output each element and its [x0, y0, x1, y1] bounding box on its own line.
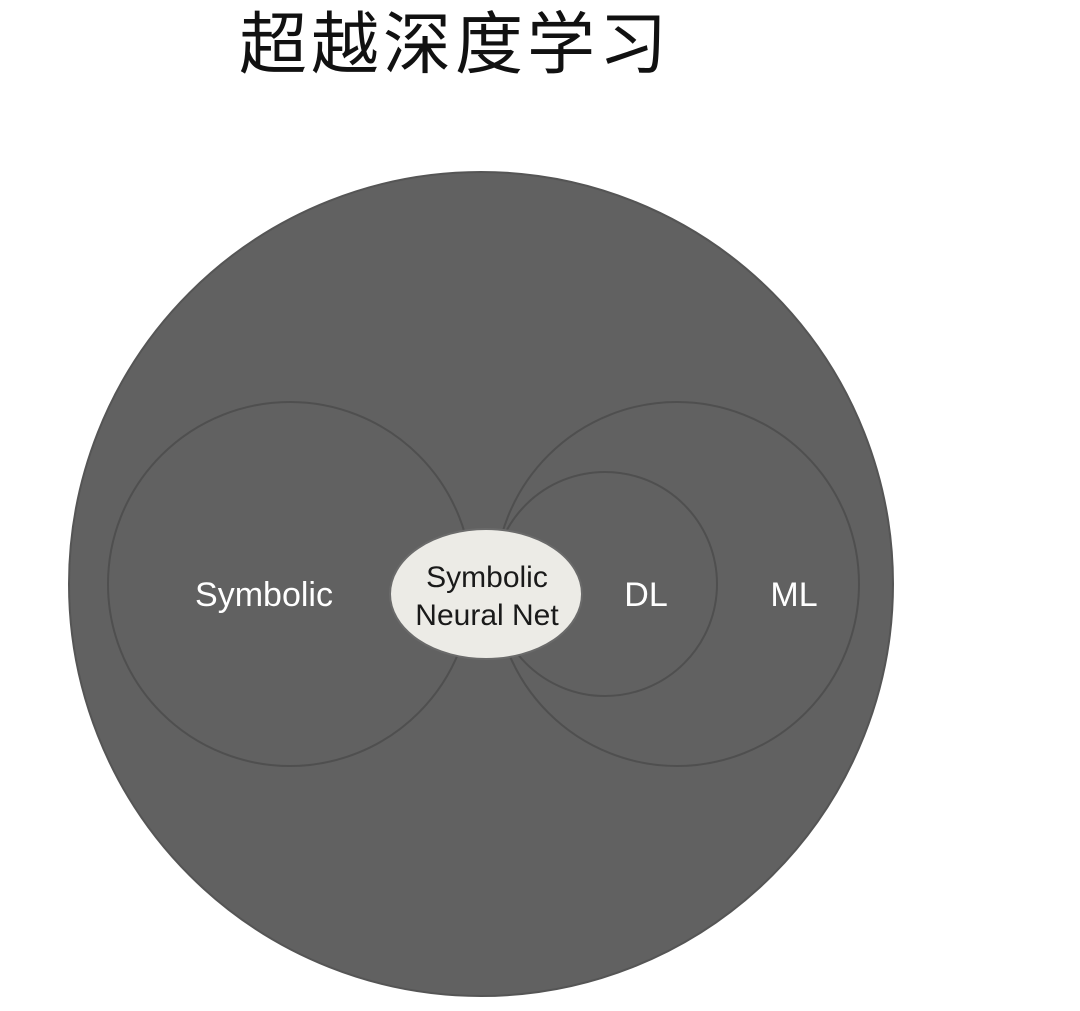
symbolic-neural-net-ellipse [389, 528, 583, 660]
dl-label: DL [624, 576, 667, 614]
symbolic-label: Symbolic [195, 576, 333, 614]
ml-label: ML [770, 576, 817, 614]
center-label-line1: Symbolic [426, 561, 548, 594]
page-title: 超越深度学习 [238, 6, 671, 85]
center-label-line2: Neural Net [415, 599, 559, 632]
